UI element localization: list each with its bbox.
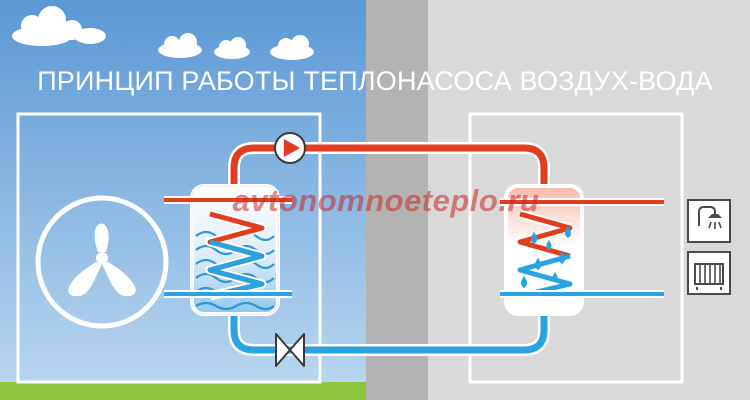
cloud-icon xyxy=(270,35,314,60)
house-wall xyxy=(366,0,428,400)
hot-refrigerant-line-core xyxy=(230,144,548,192)
outdoor-unit-frame xyxy=(16,112,322,384)
cloud-icon xyxy=(214,37,250,59)
indoor-unit-frame xyxy=(468,112,684,384)
expansion-valve-icon xyxy=(275,333,305,367)
pump-icon xyxy=(274,132,306,164)
cloud-icon xyxy=(158,33,202,58)
shower-icon xyxy=(687,199,731,243)
diagram-title: ПРИНЦИП РАБОТЫ ТЕПЛОНАСОСА ВОЗДУХ-ВОДА xyxy=(37,66,713,96)
grass-strip xyxy=(0,382,366,400)
evaporator xyxy=(190,184,280,316)
watermark-text: avtonomnoeteplo.ru xyxy=(232,183,540,218)
fan-icon xyxy=(35,195,169,329)
cold-refrigerant-line-core xyxy=(230,312,548,354)
cloud-icon xyxy=(12,6,106,46)
radiator-icon xyxy=(687,251,731,295)
condenser xyxy=(504,184,584,316)
